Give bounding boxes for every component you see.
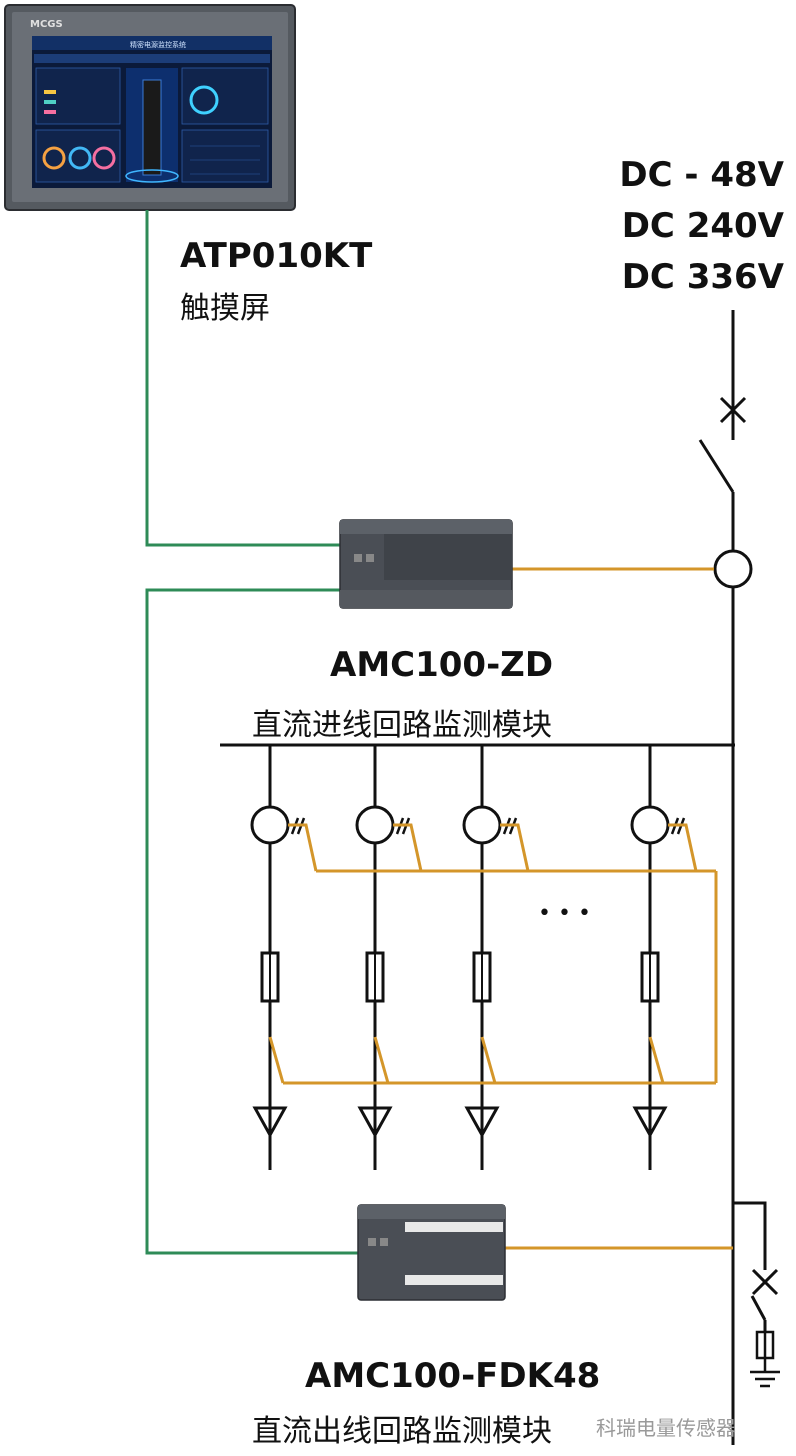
voltage-label-240v: DC 240V xyxy=(621,206,784,246)
hmi-brand: MCGS xyxy=(30,19,63,30)
current-transformer-icon xyxy=(250,805,290,845)
outlet-module-model: AMC100-FDK48 xyxy=(305,1356,601,1396)
watermark: 科瑞电量传感器 xyxy=(596,1416,736,1440)
ground-icon xyxy=(750,1358,780,1388)
feeder-branches xyxy=(250,745,698,1170)
hmi-name-label: 触摸屏 xyxy=(180,291,270,326)
voltage-label-336v: DC 336V xyxy=(621,257,784,297)
amc100-zd-module xyxy=(339,519,513,609)
inlet-module-model: AMC100-ZD xyxy=(330,645,554,685)
tap-signal-wire-4 xyxy=(648,1036,665,1084)
current-transformer-icon xyxy=(355,805,395,845)
amc100-fdk48-module xyxy=(357,1204,506,1301)
hmi-screen-title: 精密电源监控系统 xyxy=(130,40,186,49)
ground-branch xyxy=(733,1201,779,1332)
branch-signal-bus xyxy=(283,869,718,1085)
tap-signal-wire-2 xyxy=(373,1036,390,1084)
inlet-module-name: 直流进线回路监测模块 xyxy=(252,708,552,743)
tap-signal-wire-1 xyxy=(268,1036,285,1084)
branch-ellipsis: • • • xyxy=(538,901,591,926)
tap-signal-wire-3 xyxy=(480,1036,497,1084)
current-transformer-icon xyxy=(630,805,670,845)
hmi-touch-screen: MCGS 精密电源监控系统 xyxy=(4,4,296,211)
voltage-label-48v: DC - 48V xyxy=(619,155,784,195)
current-transformer-icon xyxy=(462,805,502,845)
breaker-switch-icon xyxy=(719,396,747,424)
ct-signal-wire-2 xyxy=(393,823,423,872)
ct-signal-wire-3 xyxy=(500,823,530,872)
ground-fuse-icon xyxy=(755,1330,775,1360)
outlet-module-name: 直流出线回路监测模块 xyxy=(252,1414,552,1449)
current-transformer-icon xyxy=(713,549,753,589)
hmi-model-label: ATP010KT xyxy=(180,236,373,276)
ct-signal-wire-4 xyxy=(668,823,698,872)
rs485-bus-lines xyxy=(145,210,358,1255)
ct-signal-wire-1 xyxy=(288,823,318,872)
